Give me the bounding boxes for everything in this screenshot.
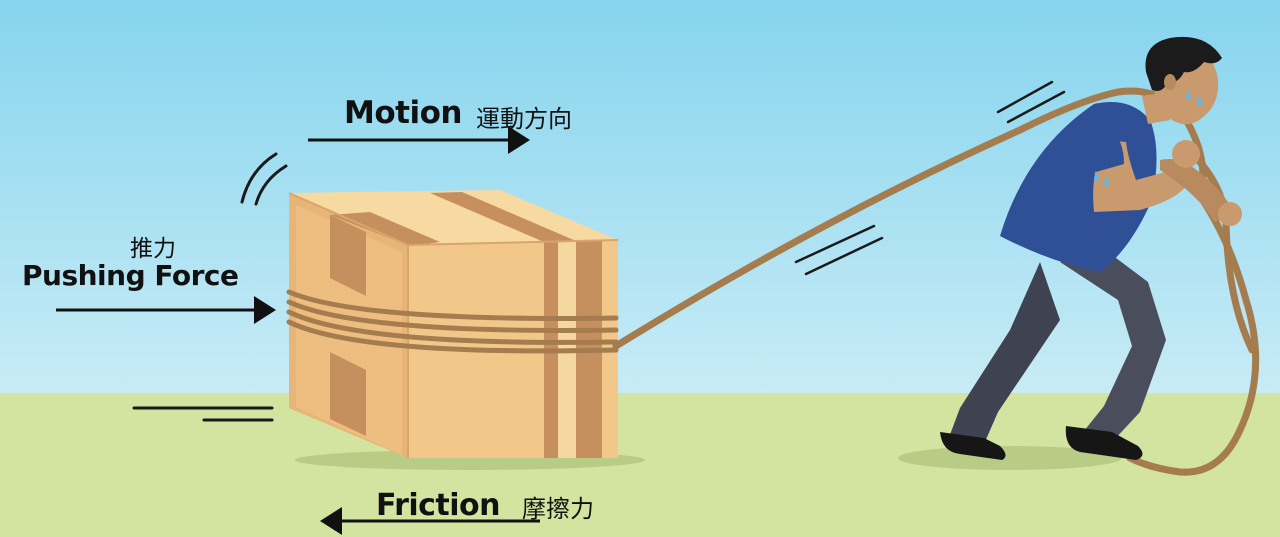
man-front-shoe (1065, 426, 1143, 460)
pushing-force-arrow (56, 296, 276, 324)
man-back-shoe (940, 432, 1006, 460)
sweat-drops (1094, 90, 1202, 186)
man-hand-2 (1218, 202, 1242, 226)
man-hand-1 (1172, 140, 1200, 168)
box-speed-lines (132, 152, 288, 422)
rope-around-box (286, 289, 619, 354)
pushing-force-label-chinese: 推力 (130, 236, 176, 262)
motion-arrow (308, 126, 530, 154)
man-figure (940, 36, 1242, 460)
friction-label: Friction (376, 488, 501, 523)
man-hair (1145, 36, 1222, 91)
man-front-arm (1160, 159, 1236, 222)
man-back-leg (948, 262, 1060, 444)
rope-speed-lines (794, 80, 1066, 276)
pushing-force-label: Pushing Force (22, 259, 239, 292)
motion-label-chinese: 運動方向 (476, 105, 572, 133)
cardboard-box (288, 190, 619, 458)
man-front-leg (1060, 246, 1166, 440)
friction-label-chinese: 摩擦力 (522, 495, 594, 523)
motion-label: Motion (344, 95, 462, 131)
friction-arrow (320, 507, 540, 535)
